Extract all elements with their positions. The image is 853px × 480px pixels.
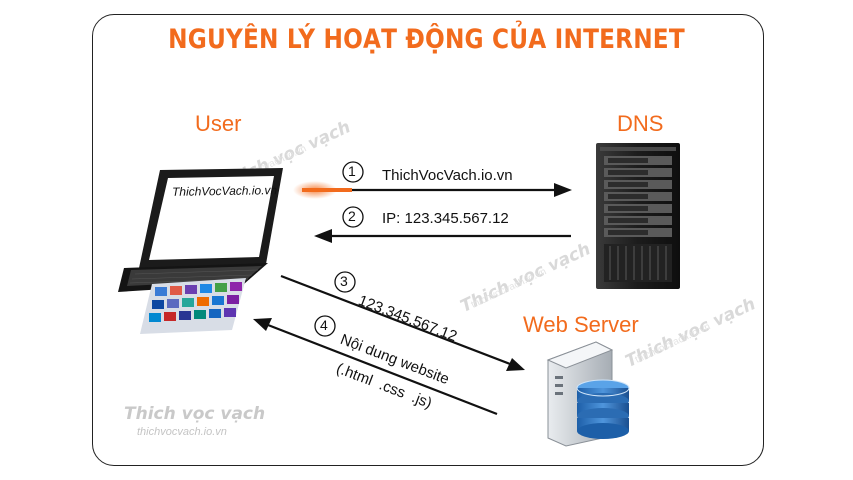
database-icon bbox=[576, 379, 630, 439]
user-label: User bbox=[195, 111, 242, 136]
laptop-screen-text: ThichVocVach.io.vn bbox=[171, 183, 278, 199]
brand-watermark: Thich vọc vạch bbox=[124, 404, 266, 424]
step-2-number: 2 bbox=[348, 208, 356, 224]
web-server-label: Web Server bbox=[523, 312, 639, 337]
step-3-badge bbox=[334, 271, 356, 293]
dns-server-icon bbox=[596, 143, 680, 289]
step-1-badge bbox=[342, 161, 364, 183]
step-1-text: ThichVocVach.io.vn bbox=[382, 167, 513, 184]
arrow-step-4 bbox=[253, 318, 498, 416]
step-1-number: 1 bbox=[348, 163, 356, 179]
step-4-badge bbox=[314, 315, 336, 337]
web-server-icon bbox=[546, 341, 630, 447]
step-2-text: IP: 123.345.567.12 bbox=[382, 210, 509, 227]
laptop-icon bbox=[118, 168, 283, 334]
diagram-title: NGUYÊN LÝ HOẠT ĐỘNG CỦA INTERNET bbox=[168, 24, 685, 55]
brand-watermark-url: thichvocvach.io.vn bbox=[137, 426, 227, 438]
arrow-step-2 bbox=[314, 229, 571, 243]
arrow-step-1 bbox=[293, 181, 572, 199]
step-2-badge bbox=[342, 206, 364, 228]
arrow-step-3 bbox=[280, 274, 525, 371]
step-3-number: 3 bbox=[340, 273, 348, 289]
step-4-number: 4 bbox=[320, 317, 328, 333]
dns-label: DNS bbox=[617, 111, 664, 136]
app-tiles bbox=[149, 282, 242, 322]
